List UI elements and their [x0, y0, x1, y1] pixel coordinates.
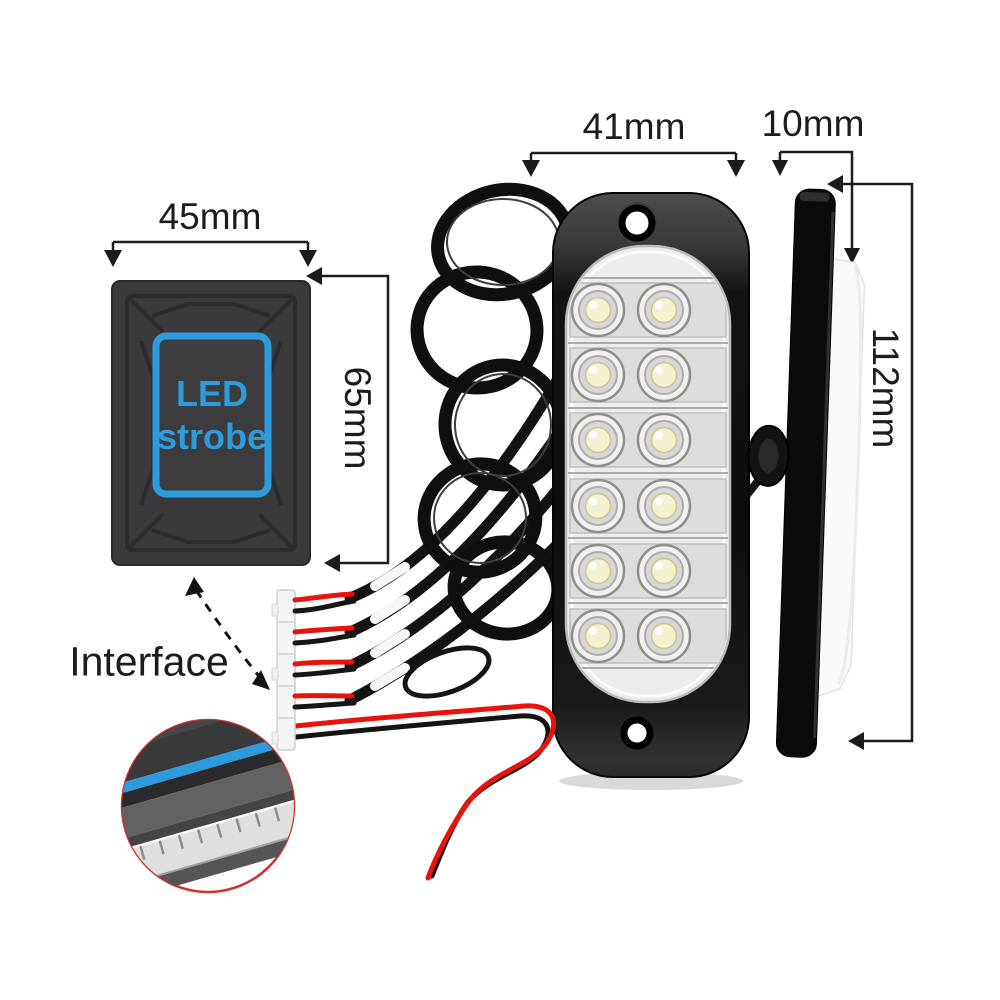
controller-screen-text: LED strobe [157, 372, 267, 458]
dim-41mm-label: 41mm [582, 106, 686, 147]
power-wires [293, 645, 557, 881]
black-power-wire [293, 713, 551, 879]
arrow-up-icon [185, 577, 204, 596]
arrow-down-icon [522, 160, 540, 177]
dimension-lines [104, 150, 914, 750]
controller-text-line1: LED [176, 372, 248, 414]
interface-connector [271, 589, 357, 751]
arrow-left-icon [827, 175, 843, 193]
connector-strip [276, 589, 296, 751]
dim-10mm-label: 10mm [761, 103, 865, 144]
arrow-down-icon [727, 160, 745, 177]
led-light-front-view [552, 192, 750, 790]
dim-112mm-line [827, 175, 914, 750]
arrow-down-right-icon [252, 670, 270, 690]
controller-box-frame-pattern [125, 294, 297, 552]
arrow-down-icon [772, 160, 788, 176]
arrow-down-icon [299, 250, 317, 267]
arrow-left-icon [306, 267, 322, 285]
arrow-left-icon [324, 554, 340, 572]
harness-cables [344, 366, 568, 706]
controller-box [111, 280, 311, 566]
black-wire-loop [402, 645, 492, 699]
controller-text-line2: strobe [156, 416, 268, 457]
cable-sleeves [370, 562, 410, 691]
dim-10mm-line [772, 150, 860, 264]
connector-wire-pairs [292, 591, 357, 710]
mounting-hole-top [618, 204, 656, 242]
red-power-wire [293, 703, 557, 881]
interface-pointer-arrow [185, 577, 270, 690]
dim-112mm-label: 112mm [865, 327, 906, 449]
dim-41mm-line [522, 151, 745, 177]
mounting-hole-bottom [620, 716, 654, 750]
dim-65mm-line [306, 267, 390, 572]
inset-blue-stripe [122, 729, 294, 803]
arrow-down-icon [844, 248, 860, 264]
arrow-left-icon [848, 732, 864, 750]
arrow-down-icon [104, 250, 122, 267]
dim-65mm-label: 65mm [337, 366, 378, 470]
dim-45mm-label: 45mm [158, 196, 262, 237]
dim-45mm-line [104, 240, 317, 267]
controller-screen-frame [152, 332, 272, 498]
led-light-side-view [747, 188, 866, 758]
interface-label: Interface [69, 638, 229, 685]
